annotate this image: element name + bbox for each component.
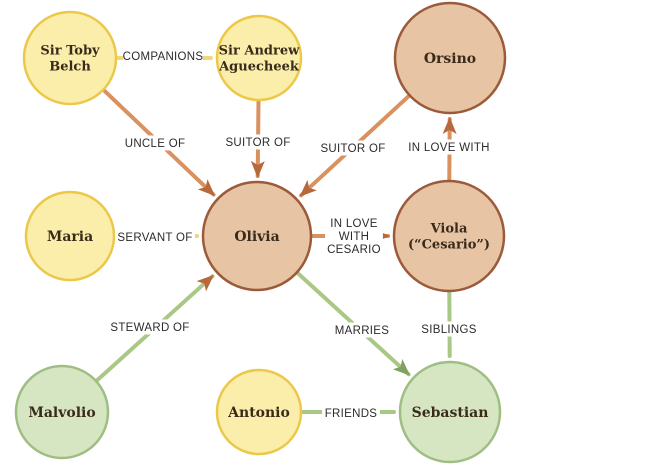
node-viola: Viola(“Cesario”) [392,179,506,293]
edge-label-companions: COMPANIONS [123,48,204,64]
node-label: Maria [47,229,93,245]
edge-label-text: SERVANT OF [117,232,192,244]
edge-label-text: MARRIES [335,325,390,337]
node-label: Olivia [234,229,279,245]
edge-label-background [416,321,482,337]
edge-label-suitor-of-andrew: SUITOR OF [221,134,295,150]
edge-label-text: COMPANIONS [123,51,204,63]
arrowhead-marries [392,359,411,376]
edge-label-text: UNCLE OF [125,138,186,150]
edge-label-background [122,135,188,151]
node-label: Belch [49,60,91,75]
node-circle [215,368,303,456]
edge-label-text: CESARIO [327,244,381,256]
edge-label-background [221,134,295,150]
node-orsino: Orsino [393,1,507,115]
edge-label-background [123,48,203,64]
edge-label-background [401,139,497,155]
arrowhead-steward-of [196,274,214,292]
edge-label-steward-of: STEWARD OF [110,319,190,335]
edge-label-background [316,140,390,156]
arrowhead-suitor-of-orsino [299,180,317,197]
edge-label-background [115,229,195,245]
node-label: Orsino [424,51,476,67]
edge-label-siblings: SIBLINGS [416,321,482,337]
edge-labels-layer: COMPANIONS UNCLE OF SUITOR OF SUITOR OF IN L… [110,48,497,421]
node-label: Sir Toby [40,44,100,59]
arrowhead-in-love-with-orsino [442,117,457,134]
edge-label-text: SUITOR OF [225,137,290,149]
edge-label-suitor-of-orsino: SUITOR OF [316,140,390,156]
node-maria: Maria [24,190,116,282]
edge-label-background [333,322,391,338]
node-circle [215,14,303,102]
edge-label-in-love-with-orsino: IN LOVE WITH [401,139,497,155]
node-label: Malvolio [28,405,95,421]
edge-label-background [322,405,380,421]
edge-label-text: IN LOVE WITH [408,142,490,154]
node-circle [22,10,118,106]
edge-label-text: WITH [339,231,370,243]
edge-label-text: IN LOVE [330,218,378,230]
edge-label-background [325,215,383,257]
node-olivia: Olivia [201,180,313,292]
node-antonio: Antonio [215,368,303,456]
node-label: Antonio [227,405,290,421]
edge-label-text: STEWARD OF [110,322,189,334]
node-malvolio: Malvolio [14,364,110,460]
node-label: Sir Andrew [219,44,300,59]
edge-label-background [110,319,190,335]
node-label: Sebastian [412,405,489,421]
node-circle [392,179,506,293]
arrowhead-uncle-of [197,179,215,196]
node-circle [24,190,116,282]
edge-label-text: SUITOR OF [320,143,385,155]
node-circle [398,360,502,464]
node-circle [201,180,313,292]
arrowhead-suitor-of-andrew [250,160,265,178]
node-circle [393,1,507,115]
edge-label-servant-of: SERVANT OF [115,229,195,245]
node-label: Viola [430,222,468,237]
node-circle [14,364,110,460]
node-sebastian: Sebastian [398,360,502,464]
node-label: (“Cesario”) [408,238,490,253]
edge-label-marries: MARRIES [333,322,391,338]
edge-label-text: SIBLINGS [421,324,476,336]
edge-label-uncle-of: UNCLE OF [122,135,188,151]
node-label: Aguecheek [218,60,300,75]
edge-label-friends: FRIENDS [322,405,380,421]
edge-label-text: FRIENDS [325,408,378,420]
